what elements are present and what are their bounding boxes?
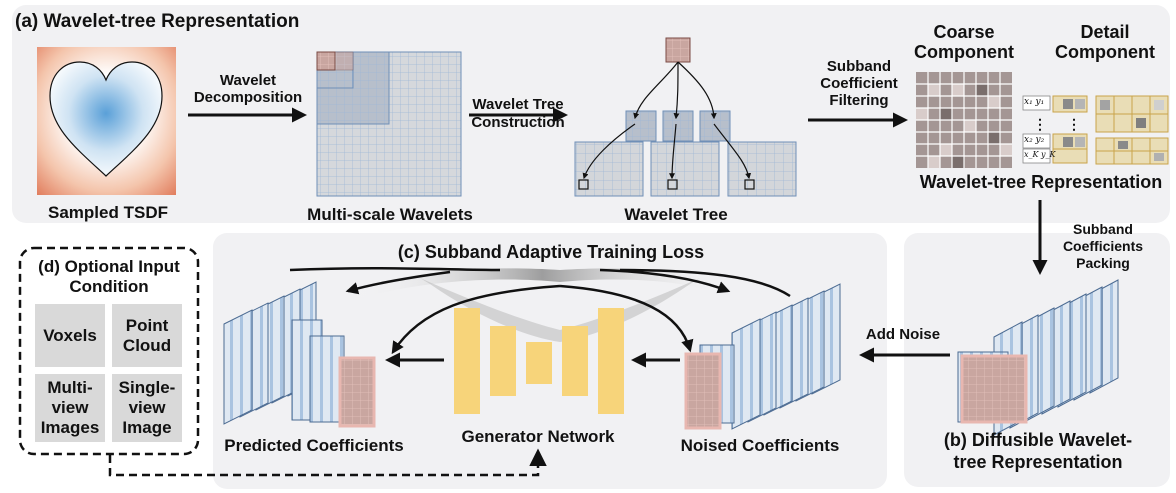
ellipsis-dots: ⋮ bbox=[1067, 116, 1081, 132]
multiview-label-line2: view bbox=[51, 398, 89, 417]
coefficient-label: x₁ y₁ bbox=[1024, 97, 1045, 107]
packing-label-line3: Packing bbox=[1076, 255, 1130, 271]
generator-bar bbox=[526, 342, 552, 384]
tree-construction-label-line1: Wavelet Tree bbox=[472, 96, 564, 113]
multiview-label-line1: Multi- bbox=[47, 378, 93, 397]
diffusible-layers-stack bbox=[957, 279, 1119, 436]
panel-b-title-line1: (b) Diffusible Wavelet- bbox=[943, 430, 1133, 450]
loss-gradient-band bbox=[350, 268, 735, 300]
generator-bar bbox=[490, 326, 516, 396]
decomposition-label-line2: Decomposition bbox=[193, 89, 303, 106]
tree-leaf-node bbox=[574, 141, 644, 197]
detail-component-label-line2: Component bbox=[1055, 42, 1155, 62]
loss-line bbox=[289, 266, 501, 272]
ellipsis-dots: ⋮ bbox=[1033, 116, 1047, 132]
heart-shape bbox=[49, 61, 163, 177]
coefficient-label: x₂ y₂ bbox=[1024, 135, 1045, 145]
panel-a-title: (a) Wavelet-tree Representation bbox=[15, 11, 300, 32]
coefficient-label-box bbox=[1022, 148, 1051, 164]
packing-label-line1: Subband bbox=[1073, 221, 1133, 237]
detail-component-label-line1: Detail bbox=[1080, 22, 1130, 42]
noised-coefficients-stack bbox=[684, 283, 841, 430]
wavelet-tree-diagram bbox=[574, 37, 797, 197]
coefficient-label-box bbox=[1022, 95, 1051, 111]
voxels-option: Voxels bbox=[35, 304, 105, 367]
coefficient-label: x_K y_K bbox=[1024, 150, 1056, 159]
loss-line bbox=[619, 268, 791, 298]
tree-leaf-node bbox=[650, 141, 720, 197]
loss-arrow-right bbox=[599, 268, 731, 294]
multiscale-wavelets-label: Multi-scale Wavelets bbox=[307, 205, 473, 224]
singleview-label-line1: Single- bbox=[118, 378, 176, 397]
packing-label-line2: Coefficients bbox=[1062, 238, 1144, 254]
point-cloud-option: Point Cloud bbox=[112, 304, 182, 367]
wavelet-tree-label: Wavelet Tree bbox=[624, 205, 728, 224]
multiview-label-line3: Images bbox=[40, 418, 100, 437]
filtering-label-line2: Coefficient bbox=[820, 75, 898, 92]
singleview-image-option: Single- view Image bbox=[112, 374, 182, 442]
generator-network bbox=[454, 308, 624, 414]
point-cloud-label-line1: Point bbox=[125, 315, 169, 335]
panel-d-title-line2: Condition bbox=[69, 277, 149, 296]
filtering-label-line3: Filtering bbox=[829, 92, 889, 109]
tree-construction-label-line2: Construction bbox=[471, 114, 565, 131]
tree-mid-node bbox=[662, 110, 694, 142]
condition-arrow bbox=[108, 448, 547, 477]
loss-arrow-inner-left bbox=[391, 284, 561, 355]
coarse-component-label-line2: Component bbox=[914, 42, 1014, 62]
generator-bar bbox=[562, 326, 588, 396]
wavelet-tree-representation-label: Wavelet-tree Representation bbox=[919, 172, 1163, 192]
optional-input-frame bbox=[18, 246, 200, 456]
noised-coefficients-label: Noised Coefficients bbox=[680, 436, 840, 455]
tree-mid-node bbox=[625, 110, 657, 142]
tree-leaf-node bbox=[727, 141, 797, 197]
coarse-component-label-line1: Coarse bbox=[933, 22, 995, 42]
filtering-label-line1: Subband bbox=[826, 58, 892, 75]
predicted-coefficients-label: Predicted Coefficients bbox=[224, 436, 404, 455]
singleview-label-line2: view bbox=[128, 398, 166, 417]
generator-network-label: Generator Network bbox=[461, 427, 615, 446]
panel-d-title-line1: (d) Optional Input bbox=[38, 257, 180, 276]
decomposition-label-line1: Wavelet bbox=[219, 72, 277, 89]
multiscale-wavelets-grid bbox=[316, 51, 462, 197]
panel-b-title-line2: tree Representation bbox=[953, 452, 1123, 472]
loss-arrow-left bbox=[345, 270, 451, 295]
generator-bar bbox=[454, 308, 480, 414]
detail-component bbox=[1052, 95, 1169, 165]
coarse-component-grid bbox=[916, 72, 1012, 168]
generator-bar bbox=[598, 308, 624, 414]
coefficient-label-box bbox=[1022, 133, 1051, 149]
point-cloud-label-line2: Cloud bbox=[122, 335, 172, 355]
add-noise-label: Add Noise bbox=[865, 326, 941, 343]
predicted-coefficients-stack bbox=[223, 281, 376, 428]
singleview-label-line3: Image bbox=[122, 418, 172, 437]
voxels-label: Voxels bbox=[43, 325, 97, 345]
sampled-tsdf-label: Sampled TSDF bbox=[48, 203, 168, 222]
loss-arrow-inner-right bbox=[559, 284, 694, 353]
tree-root-node bbox=[665, 37, 691, 63]
panel-c-title: (c) Subband Adaptive Training Loss bbox=[397, 242, 705, 262]
sampled-tsdf-image bbox=[37, 47, 176, 195]
multiview-images-option: Multi- view Images bbox=[35, 374, 105, 442]
